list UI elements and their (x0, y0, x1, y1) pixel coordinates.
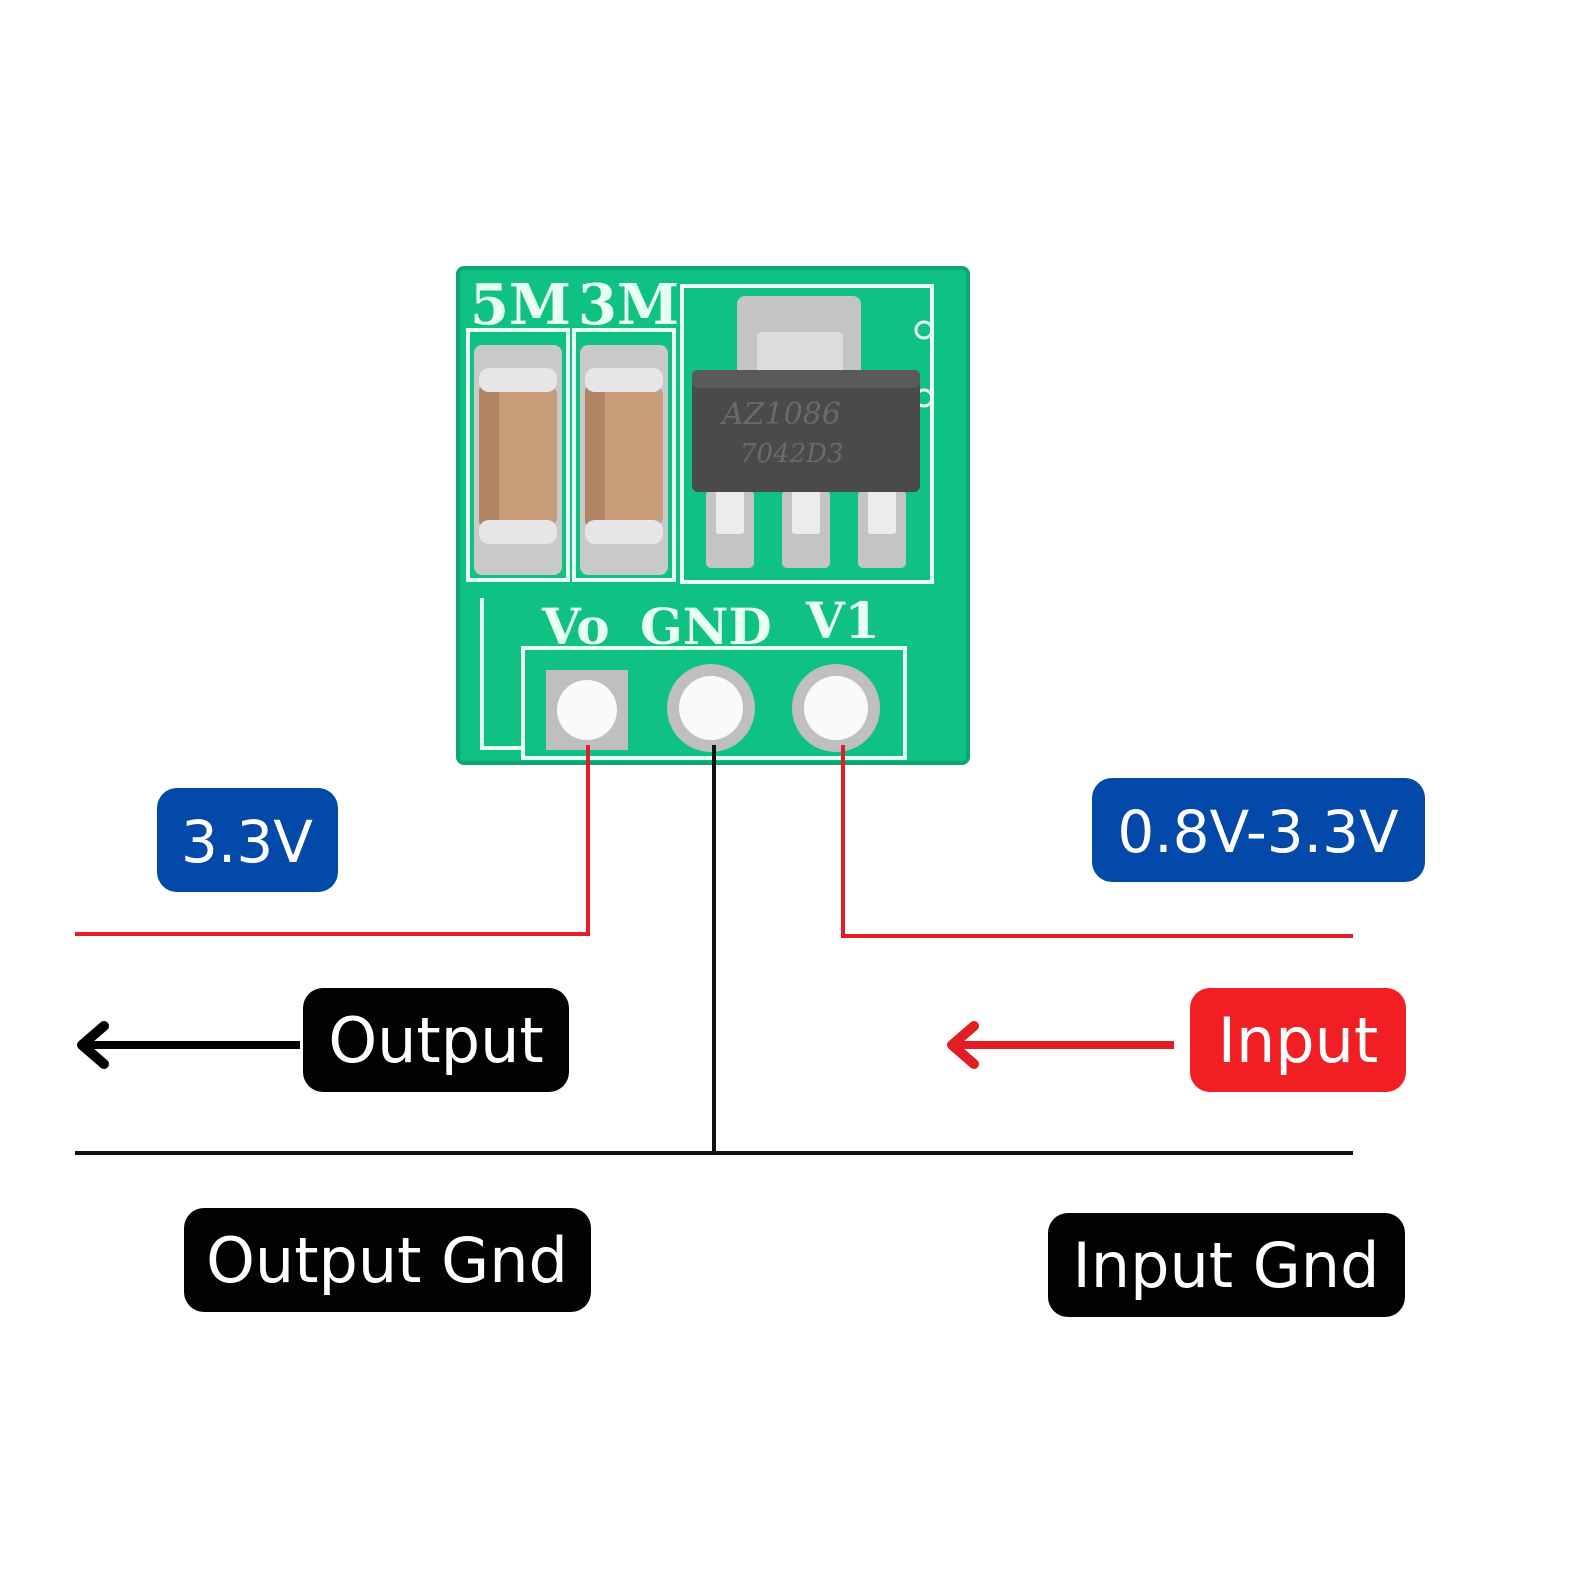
header-pin-vo (546, 670, 628, 750)
pin-label-vo: Vo (541, 597, 610, 656)
capacitor-3m (580, 345, 668, 575)
badge-background (157, 788, 338, 892)
pin-label-gnd: GND (640, 597, 772, 656)
output-badge: Output (303, 988, 569, 1092)
regulator-lead (792, 484, 820, 534)
output-gnd-badge: Output Gnd (184, 1208, 591, 1312)
capacitor-5m (474, 345, 562, 575)
badge-background (303, 988, 569, 1092)
regulator-lead (716, 484, 744, 534)
test-mark (914, 320, 934, 340)
regulator-marking-line-1: AZ1086 (719, 397, 841, 432)
regulator-body-top (692, 370, 920, 388)
input-gnd-badge: Input Gnd (1048, 1213, 1405, 1317)
pin-hole (804, 676, 868, 740)
output-voltage-label: 3.3V (181, 808, 313, 876)
badge-background (184, 1208, 591, 1312)
capacitor-cap-bottom (585, 520, 663, 544)
input-badge: Input (1190, 988, 1406, 1092)
silkscreen-outlines (466, 284, 934, 760)
capacitor-shade (585, 385, 605, 527)
board-trace-outline (480, 598, 523, 750)
silk-label-5m: 5M (470, 272, 571, 338)
output-gnd-label: Output Gnd (206, 1224, 568, 1297)
regulator-marking-line-2: 7042D3 (740, 439, 844, 469)
pcb-board: 5M 3M (456, 266, 970, 765)
regulator-tab (757, 332, 843, 382)
capacitor-cap-top (479, 368, 557, 392)
output-arrow (77, 1021, 300, 1069)
badge-background (1190, 988, 1406, 1092)
capacitor-outline (466, 328, 570, 582)
input-voltage-badge: 0.8V-3.3V (1092, 778, 1425, 882)
output-positive-wire (75, 745, 590, 936)
output-label: Output (328, 1004, 543, 1077)
silk-label-3m: 3M (578, 272, 679, 338)
pin-hole (557, 680, 617, 740)
regulator-lead (868, 484, 896, 534)
input-positive-wire (841, 745, 1353, 938)
input-voltage-label: 0.8V-3.3V (1117, 798, 1399, 866)
wires (75, 745, 1353, 1155)
input-arrow (947, 1021, 1174, 1069)
voltage-regulator: AZ1086 7042D3 (692, 296, 920, 568)
header-pin-v1 (792, 664, 880, 752)
regulator-body (692, 370, 920, 492)
pin-label-v1: V1 (805, 591, 880, 650)
pin-hole (679, 676, 743, 740)
badge-background (1092, 778, 1425, 882)
capacitor-cap-top (585, 368, 663, 392)
badge-background (1048, 1213, 1405, 1317)
output-arrow-head (77, 1021, 109, 1069)
capacitor-cap-bottom (479, 520, 557, 544)
regulator-outline (680, 284, 934, 584)
input-arrow-head (947, 1021, 979, 1069)
input-label: Input (1218, 1004, 1379, 1077)
capacitor-outline (572, 328, 676, 582)
capacitor-shade (479, 385, 499, 527)
output-voltage-badge: 3.3V (157, 788, 338, 892)
input-gnd-label: Input Gnd (1073, 1229, 1380, 1302)
header-pin-gnd (667, 664, 755, 752)
